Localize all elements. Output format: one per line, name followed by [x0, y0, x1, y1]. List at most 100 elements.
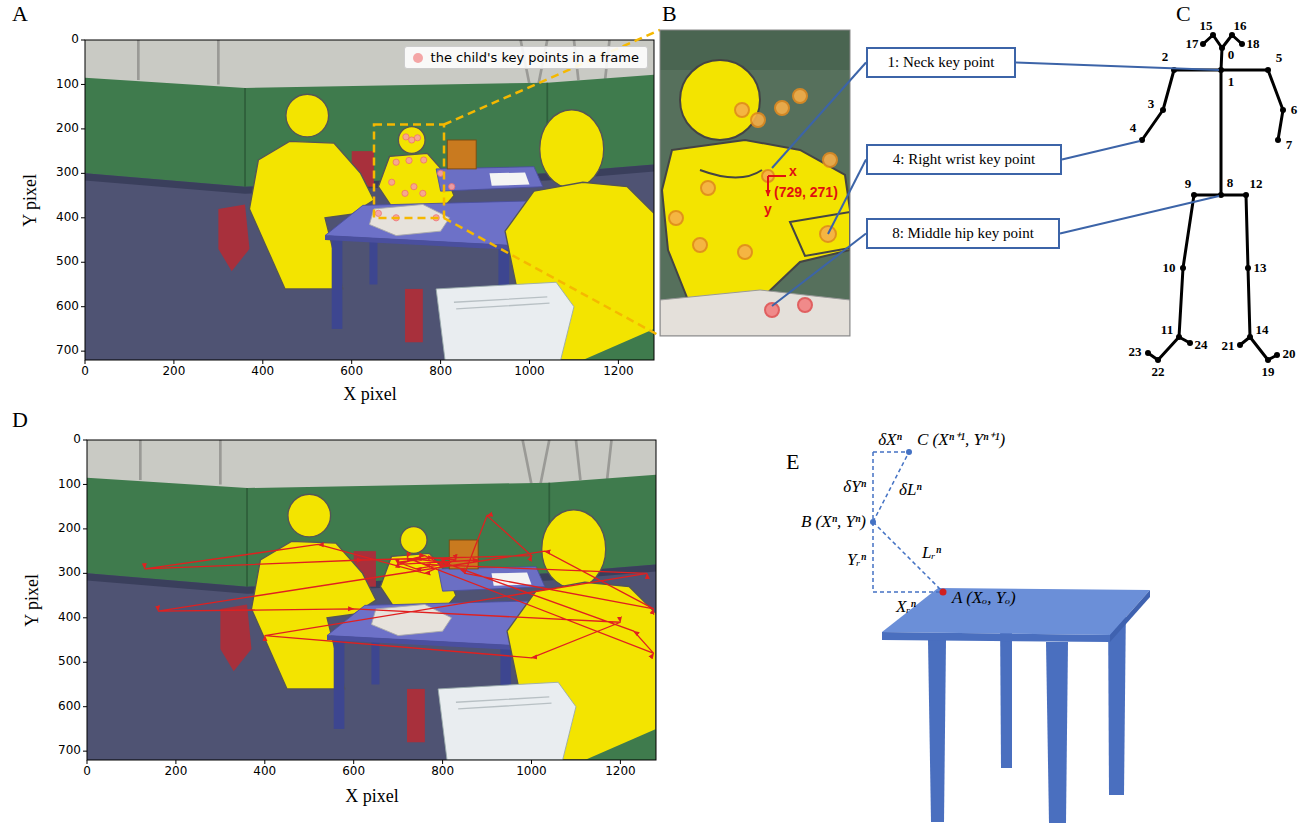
tick-label: 200	[164, 765, 187, 779]
illustration-part	[1187, 340, 1193, 346]
tick-label: 0	[71, 33, 79, 47]
keypoint-number: 6	[1291, 103, 1298, 118]
illustration-part	[393, 159, 399, 165]
illustration-part	[793, 89, 807, 103]
keypoint-number: 4	[1130, 121, 1137, 136]
panel-letter: E	[786, 449, 799, 474]
keypoint-number: 19	[1262, 365, 1275, 380]
leader-line	[1062, 141, 1140, 160]
trajectory	[145, 516, 654, 658]
illustration-part	[1160, 107, 1166, 113]
axes-frame	[87, 440, 656, 760]
tick-label: 600	[58, 700, 81, 714]
tick-marks	[81, 40, 618, 364]
tick-label: 0	[81, 365, 89, 379]
illustration-part	[1145, 350, 1151, 356]
point-label: B (Xⁿ, Yⁿ)	[801, 512, 866, 532]
tick-label: 400	[251, 365, 274, 379]
leader-line	[772, 234, 866, 307]
keypoint-number: 11	[1161, 323, 1173, 338]
axis-label: X pixel	[343, 384, 397, 405]
tick-label: 100	[58, 478, 81, 492]
tick-label: 700	[58, 744, 81, 758]
illustration-part	[414, 135, 420, 141]
leader-lines	[772, 63, 1219, 307]
tick-label: 400	[58, 611, 81, 625]
illustration-part	[1139, 137, 1145, 143]
tick-label: 200	[58, 522, 81, 536]
tick-label: 600	[340, 365, 363, 379]
point-label: δLⁿ	[899, 480, 922, 500]
illustration-part	[420, 190, 426, 196]
illustration-part	[1239, 41, 1245, 47]
tick-label: 700	[56, 344, 79, 358]
tick-label: 800	[431, 765, 454, 779]
callout-box: 1: Neck key point	[866, 47, 1016, 78]
tick-marks	[83, 440, 620, 764]
callout-box: 8: Middle hip key point	[866, 218, 1060, 249]
axis-label: X pixel	[345, 786, 399, 807]
illustration-part	[735, 103, 749, 117]
keypoint-number: 16	[1234, 19, 1247, 34]
callout-text: 4: Right wrist key point	[893, 151, 1036, 168]
legend-text: the child's key points in a frame	[431, 50, 639, 65]
keypoint-number: 8	[1227, 176, 1234, 191]
illustration-part	[660, 30, 850, 336]
illustration-part	[751, 113, 765, 127]
tick-label: 1200	[603, 365, 634, 379]
point-label: Yᵣⁿ	[847, 550, 866, 570]
illustration-part	[662, 140, 850, 305]
point-c	[906, 449, 912, 455]
illustration-part	[660, 30, 850, 70]
illustration-part	[765, 298, 812, 317]
illustration-part	[389, 179, 395, 185]
keypoint-number: 7	[1286, 138, 1293, 153]
illustration-part	[87, 440, 656, 760]
illustration-part	[882, 588, 1150, 635]
illustration-part	[1191, 192, 1197, 198]
illustration-part	[775, 101, 789, 115]
illustration-part	[693, 238, 707, 252]
coordinate-label: y	[764, 201, 772, 217]
keypoint-number: 9	[1185, 177, 1192, 192]
illustration-part	[1275, 137, 1281, 143]
tick-label: 800	[429, 365, 452, 379]
leader-line	[1016, 63, 1219, 71]
illustration-part	[1243, 192, 1249, 198]
keypoint-number: 5	[1276, 51, 1283, 66]
illustration-part	[85, 40, 654, 360]
point-label: δXⁿ	[878, 430, 902, 450]
tick-label: 500	[56, 255, 79, 269]
illustration-part	[1046, 642, 1068, 823]
illustration-part	[421, 157, 427, 163]
tick-label: 1200	[605, 765, 636, 779]
illustration-part	[1219, 45, 1225, 51]
axes-frame	[85, 40, 654, 360]
illustration-part	[1229, 32, 1235, 38]
tick-label: 1000	[514, 365, 545, 379]
legend-row: the child's key points in a frame	[404, 46, 648, 69]
keypoint-number: 22	[1152, 365, 1165, 380]
keypoint-number: 13	[1254, 261, 1267, 276]
illustration-part	[1210, 32, 1216, 38]
leader-line	[1060, 196, 1219, 234]
illustration-part	[375, 210, 381, 216]
tick-label: 600	[342, 765, 365, 779]
tick-label: 1000	[516, 765, 547, 779]
keypoint-number: 20	[1283, 347, 1296, 362]
point-label: Xᵣⁿ	[896, 597, 916, 617]
zoom-box	[374, 125, 444, 219]
illustration-part	[1274, 352, 1280, 358]
illustration-part	[1265, 357, 1271, 363]
illustration-part	[680, 60, 760, 140]
illustration-part	[406, 157, 412, 163]
axis-label: Y pixel	[22, 574, 43, 627]
tick-label: 300	[56, 166, 79, 180]
axis-label: Y pixel	[20, 174, 41, 227]
illustration-part	[823, 153, 837, 167]
illustration-part	[790, 212, 850, 256]
illustration-part	[1176, 334, 1182, 340]
photo-frame-a	[85, 40, 654, 360]
tick-label: 300	[58, 566, 81, 580]
